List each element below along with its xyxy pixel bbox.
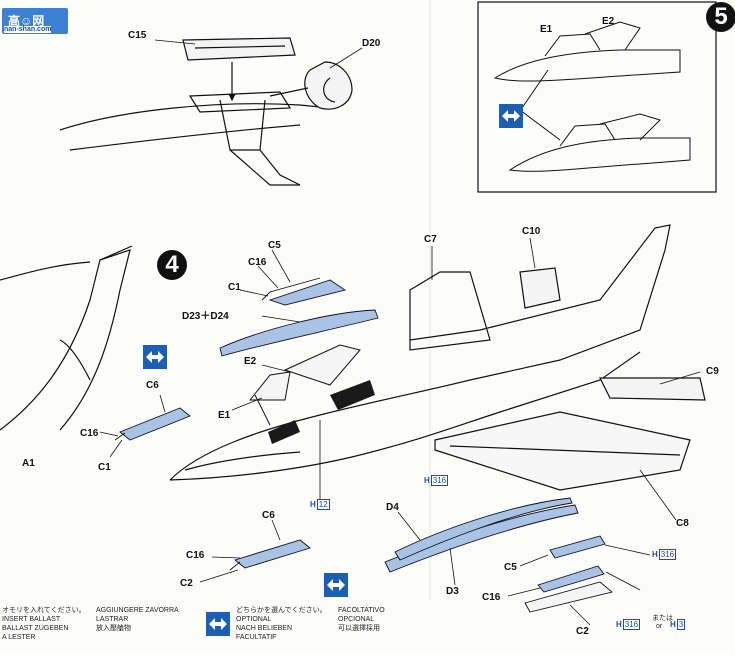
optional-legend-icon <box>206 612 230 636</box>
part-label-c1-left: C1 <box>98 462 111 473</box>
part-label-e1-inset: E1 <box>540 24 553 35</box>
paint-mark-number: 3 <box>676 619 686 630</box>
legend-ballast-jp: オモリを入れてください。 <box>2 607 86 614</box>
legend-optional-zh: 可以選擇採用 <box>338 625 380 632</box>
paint-mark-letter: H <box>670 620 676 629</box>
inset-box <box>477 1 717 193</box>
paint-mark-letter: H <box>616 620 622 629</box>
paint-mark-number: 316 <box>430 475 449 486</box>
legend-ballast-en: INSERT BALLAST <box>2 616 61 623</box>
part-label-c16-left: C16 <box>80 428 99 439</box>
legend-optional-de: NACH BELIEBEN <box>236 625 293 632</box>
legend-ballast-multilang: オモリを入れてください。 INSERT BALLAST BALLAST ZUGE… <box>2 606 86 642</box>
or-label-en: or <box>656 623 663 630</box>
part-label-e2-inset: E2 <box>602 16 615 27</box>
part-label-e2: E2 <box>244 356 257 367</box>
part-label-c5-top: C5 <box>268 240 281 251</box>
step5-upper-fuselage <box>59 37 353 186</box>
part-label-c10: C10 <box>522 226 541 237</box>
left-fuselage-a1 <box>0 245 133 431</box>
part-label-c1-top: C1 <box>228 282 241 293</box>
part-label-a1: A1 <box>22 458 35 469</box>
legend-ballast-es: LASTRAR <box>96 616 129 623</box>
part-label-d4: D4 <box>386 502 399 513</box>
optional-choice-icon <box>324 573 348 597</box>
part-label-c15: C15 <box>128 30 147 41</box>
part-label-c6-bottom: C6 <box>262 510 275 521</box>
part-label-c16-bottom: C16 <box>186 550 205 561</box>
watermark-text: 高☺网 <box>8 14 45 28</box>
part-label-c6-left: C6 <box>146 380 159 391</box>
part-label-d20: D20 <box>362 38 381 49</box>
part-label-c7: C7 <box>424 234 437 245</box>
part-label-c9: C9 <box>706 366 719 377</box>
optional-choice-icon <box>143 345 167 369</box>
legend-optional-it: FACOLTATIVO <box>338 607 385 614</box>
part-label-c16-right: C16 <box>482 592 501 603</box>
part-label-c16-top: C16 <box>248 257 267 268</box>
legend-optional-multilang: どちらかを選んでください。 OPTIONAL NACH BELIEBEN FAC… <box>236 606 327 642</box>
part-label-c5-right: C5 <box>504 562 517 573</box>
part-label-c2-right: C2 <box>576 626 589 637</box>
paint-mark-number: 316 <box>658 549 677 560</box>
step-number-4: 4 <box>157 250 187 280</box>
part-label-c2-bottom: C2 <box>180 578 193 589</box>
legend-ballast-it: AGGIUNGERE ZAVORRA <box>96 607 179 614</box>
part-label-c8: C8 <box>676 518 689 529</box>
ballast-areas <box>268 380 375 444</box>
paint-mark-number: 316 <box>622 619 641 630</box>
legend-ballast-multilang-2: AGGIUNGERE ZAVORRA LASTRAR 放入壓艙物 <box>96 606 179 633</box>
paint-mark-letter: H <box>424 476 430 485</box>
legend-optional-es: OPCIONAL <box>338 616 375 623</box>
watermark-site: nan-shan.com <box>4 26 52 33</box>
legend-optional-fr: FACULTATIF <box>236 634 277 641</box>
paint-mark-letter: H <box>310 500 316 509</box>
part-label-d23-d24: D23＋D24 <box>182 311 229 322</box>
pylon-parts <box>114 277 613 613</box>
or-label-jp: または <box>652 615 673 622</box>
legend-optional-jp: どちらかを選んでください。 <box>236 607 327 614</box>
legend-ballast-de: BALLAST ZUGEBEN <box>2 625 69 632</box>
step-number-5: 5 <box>706 2 735 32</box>
legend-ballast-zh: 放入壓艙物 <box>96 625 131 632</box>
paint-mark-number: 12 <box>316 499 330 510</box>
paint-mark-letter: H <box>652 550 658 559</box>
blue-parts <box>119 279 606 593</box>
part-label-d3: D3 <box>446 586 459 597</box>
legend-optional-en: OPTIONAL <box>236 616 272 623</box>
optional-choice-icon <box>499 104 523 128</box>
legend-optional-multilang-2: FACOLTATIVO OPCIONAL 可以選擇採用 <box>338 606 385 633</box>
legend-ballast-fr: A LESTER <box>2 634 36 641</box>
leader-lines <box>99 39 701 626</box>
part-label-e1: E1 <box>218 410 231 421</box>
main-fuselage <box>169 224 706 491</box>
